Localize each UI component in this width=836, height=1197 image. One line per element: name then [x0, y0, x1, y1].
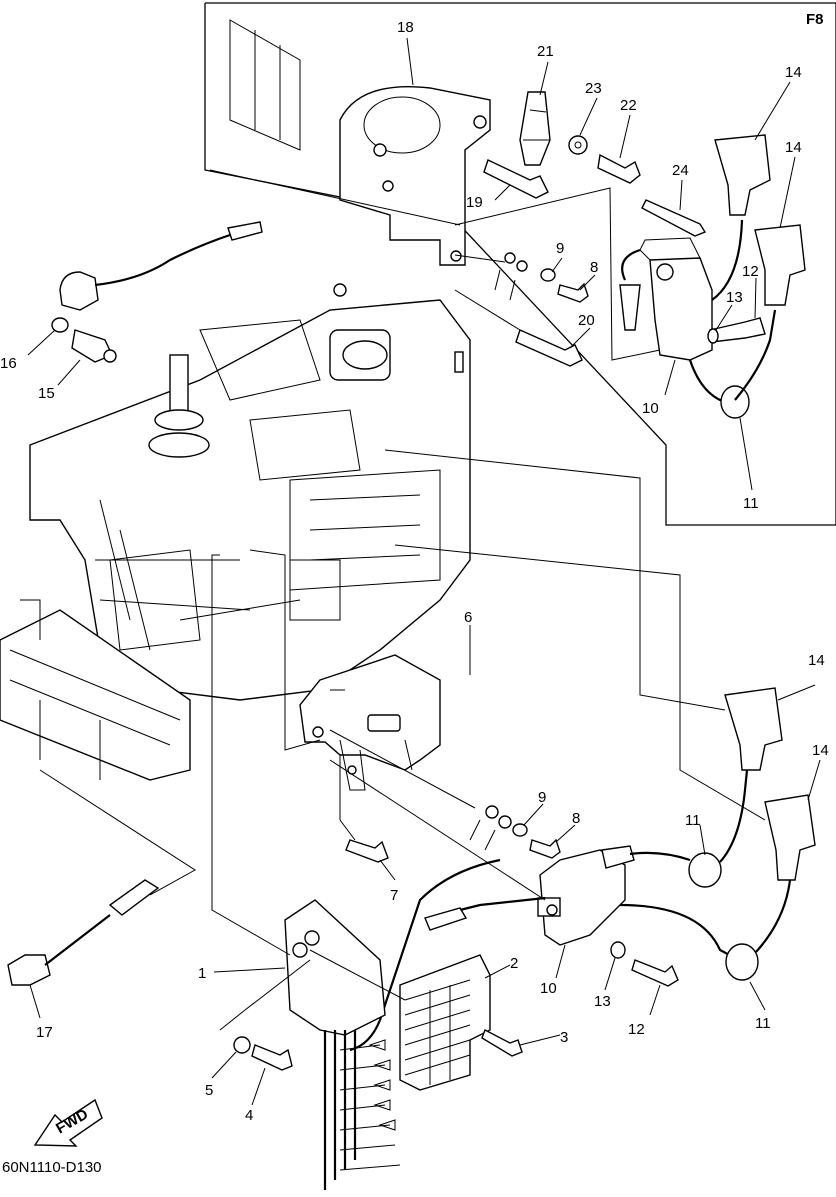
callout-9: 9 — [538, 789, 546, 806]
reference-lines — [209, 169, 766, 1031]
engine-block — [29, 283, 471, 701]
diagram-code: 60N1110-D130 — [2, 1159, 102, 1176]
part-18-bracket — [229, 19, 491, 266]
callout-14: 14 — [785, 139, 802, 156]
callout-3: 3 — [560, 1029, 568, 1046]
small-hardware-inset — [483, 135, 707, 237]
callout-11: 11 — [743, 495, 759, 512]
part-17-sensor — [7, 879, 160, 986]
callout-6: 6 — [464, 609, 472, 626]
part-6-plate — [299, 654, 441, 791]
callout-23: 23 — [585, 80, 602, 97]
callout-22: 22 — [620, 97, 637, 114]
callout-13: 13 — [726, 289, 743, 306]
callout-21: 21 — [537, 43, 554, 60]
lower-bolts — [233, 941, 679, 1071]
frame-label: F8 — [806, 11, 824, 28]
sensor-15-16 — [51, 221, 263, 363]
callout-14: 14 — [812, 742, 829, 759]
callout-14: 14 — [785, 64, 802, 81]
callout-15: 15 — [38, 385, 55, 402]
part-1-cdi — [284, 899, 401, 1190]
callout-11: 11 — [685, 812, 701, 829]
callout-14: 14 — [808, 652, 825, 669]
callout-9: 9 — [556, 240, 564, 257]
callout-17: 17 — [36, 1024, 53, 1041]
callout-1: 1 — [198, 965, 206, 982]
callout-10: 10 — [540, 980, 557, 997]
lower-ignition-coil — [349, 687, 816, 1052]
callout-5: 5 — [205, 1082, 213, 1099]
callout-4: 4 — [245, 1107, 253, 1124]
part-21-clip — [519, 91, 551, 166]
callout-19: 19 — [466, 194, 483, 211]
callouts: 18 21 23 22 14 14 24 19 9 8 12 13 20 10 … — [0, 19, 829, 1124]
callout-18: 18 — [397, 19, 414, 36]
lower-bracket — [0, 599, 196, 896]
callout-16: 16 — [0, 355, 17, 372]
callout-24: 24 — [672, 162, 689, 179]
callout-20: 20 — [578, 312, 595, 329]
inset-terminals — [494, 252, 589, 367]
callout-10: 10 — [642, 400, 659, 417]
fwd-arrow: FWD — [33, 1098, 103, 1147]
callout-13: 13 — [594, 993, 611, 1010]
leader-lines — [27, 37, 821, 1106]
inset-ignition-coil — [619, 134, 806, 419]
part-2-rectifier — [399, 954, 491, 1091]
callout-8: 8 — [590, 259, 598, 276]
callout-11: 11 — [755, 1015, 771, 1032]
callout-2: 2 — [510, 955, 518, 972]
callout-7: 7 — [390, 887, 398, 904]
callout-12: 12 — [628, 1021, 645, 1038]
callout-8: 8 — [572, 810, 580, 827]
lower-small-hardware — [345, 805, 561, 863]
callout-12: 12 — [742, 263, 759, 280]
